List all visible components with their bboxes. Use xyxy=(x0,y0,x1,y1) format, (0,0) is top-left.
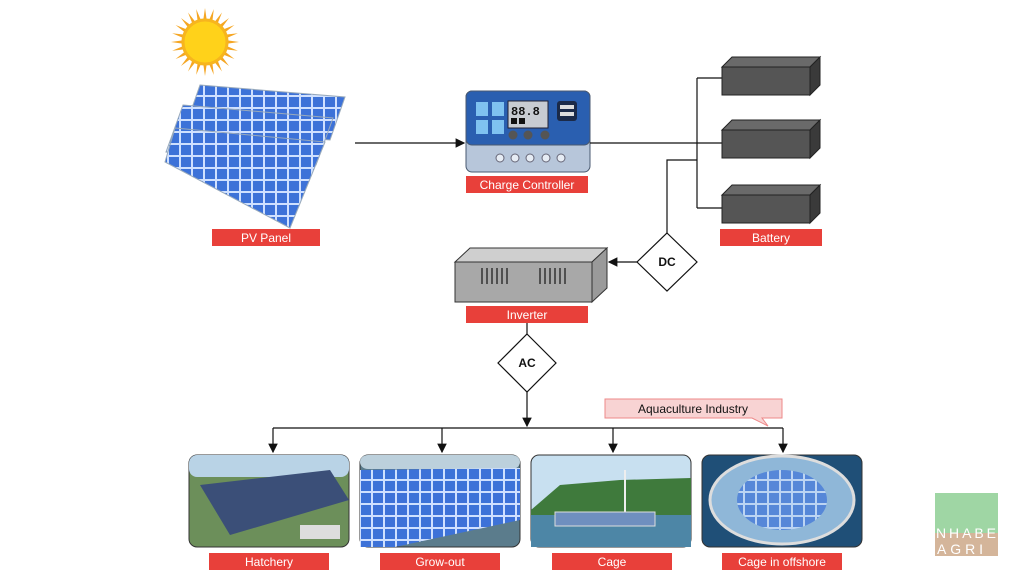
svg-text:NHABE: NHABE xyxy=(936,525,996,541)
photo-grow-out xyxy=(359,454,521,548)
nhabe-agri-logo: NHABE AGRI xyxy=(935,493,998,557)
svg-text:88.8: 88.8 xyxy=(511,105,540,119)
svg-text:PV Panel: PV Panel xyxy=(241,231,291,245)
application-label: Hatchery xyxy=(209,553,329,570)
sun-icon xyxy=(171,8,239,76)
pv-panel-label: PV Panel xyxy=(212,229,320,246)
battery-icon xyxy=(720,119,822,131)
battery-label: Battery xyxy=(720,229,822,246)
application-label: Cage xyxy=(552,553,672,570)
battery-images xyxy=(720,55,822,225)
battery-icon xyxy=(720,184,822,196)
battery-wiring xyxy=(590,77,722,233)
battery-icon xyxy=(720,56,822,68)
svg-text:Grow-out: Grow-out xyxy=(415,555,465,569)
inverter-image xyxy=(453,246,609,304)
photo-cage-offshore xyxy=(701,454,863,548)
inverter-label: Inverter xyxy=(466,306,588,323)
dc-diamond: DC xyxy=(636,232,698,292)
svg-text:Cage: Cage xyxy=(598,555,627,569)
photo-hatchery xyxy=(188,454,350,548)
charge-controller-image: 88.8 xyxy=(465,90,591,173)
svg-text:Hatchery: Hatchery xyxy=(245,555,293,569)
svg-text:DC: DC xyxy=(658,255,676,269)
ac-diamond: AC xyxy=(497,333,557,393)
aquaculture-callout: Aquaculture Industry xyxy=(604,398,783,427)
charge-controller-label: Charge Controller xyxy=(466,176,588,193)
svg-text:Battery: Battery xyxy=(752,231,790,245)
pv-panel-image xyxy=(164,84,346,229)
svg-text:Inverter: Inverter xyxy=(507,308,548,322)
application-label: Grow-out xyxy=(380,553,500,570)
svg-text:Aquaculture Industry: Aquaculture Industry xyxy=(638,402,748,416)
svg-text:Cage in offshore: Cage in offshore xyxy=(738,555,826,569)
photo-cage xyxy=(530,454,692,548)
application-label: Cage in offshore xyxy=(722,553,842,570)
svg-text:AC: AC xyxy=(518,356,536,370)
svg-text:Charge Controller: Charge Controller xyxy=(480,178,575,192)
